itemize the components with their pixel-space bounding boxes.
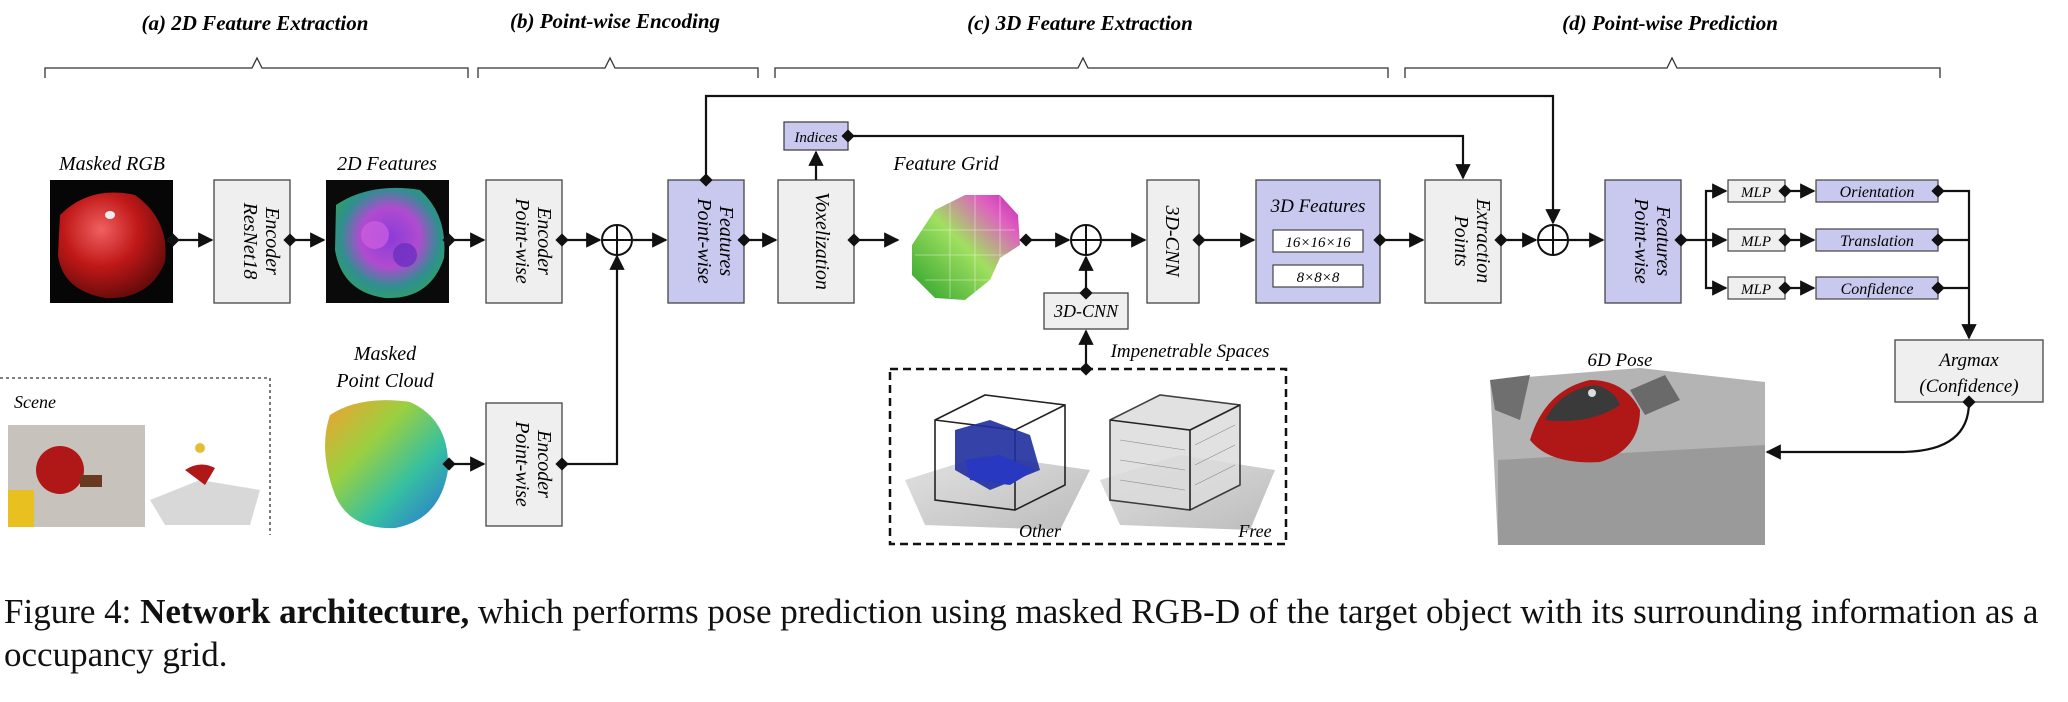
masked-pc-label-2: Point Cloud bbox=[335, 370, 434, 392]
pointwise-encoder-top-block: Point-wise Encoder bbox=[485, 179, 563, 304]
caption-rest: which performs pose prediction using mas… bbox=[4, 592, 2039, 674]
indices-block: Indices bbox=[783, 121, 849, 151]
arrows-pointwise bbox=[442, 232, 668, 472]
impenetrable-spaces-panel: Other Free bbox=[888, 367, 1288, 546]
scene-panel: Scene bbox=[0, 377, 271, 535]
arrows-prediction bbox=[1494, 183, 1977, 460]
header-3d-feature-extraction: (c) 3D Feature Extraction bbox=[967, 11, 1193, 35]
translation-label: Translation bbox=[1840, 233, 1914, 250]
argmax-label: Argmax bbox=[1937, 350, 1999, 371]
other-label: Other bbox=[1019, 521, 1062, 541]
mlp-label-2: MLP bbox=[1740, 234, 1771, 250]
voxelization-label: Voxelization bbox=[811, 192, 833, 290]
caption-prefix: Figure 4: bbox=[4, 592, 141, 631]
header-pointwise-prediction: (d) Point-wise Prediction bbox=[1562, 11, 1778, 35]
3d-cnn-small-label: 3D-CNN bbox=[1053, 301, 1119, 321]
masked-rgb-label: Masked RGB bbox=[58, 153, 165, 175]
pw-encoder-bottom-label-1: Point-wise bbox=[511, 420, 533, 507]
3d-features-8-label: 8×8×8 bbox=[1297, 270, 1340, 286]
3d-features-block: 3D Features 16×16×16 8×8×8 bbox=[1255, 179, 1381, 304]
masked-rgb-image bbox=[50, 180, 173, 303]
concat-symbol-2 bbox=[1070, 224, 1102, 256]
mlp-translation-block: MLP bbox=[1727, 228, 1786, 252]
indices-label: Indices bbox=[793, 130, 837, 146]
pw-encoder-bottom-label-2: Encoder bbox=[533, 429, 555, 498]
free-label: Free bbox=[1237, 521, 1271, 541]
points-extraction-block: Points Extraction bbox=[1424, 179, 1502, 304]
3d-cnn-label: 3D-CNN bbox=[1161, 204, 1183, 278]
masked-pc-label-1: Masked bbox=[353, 343, 417, 365]
mlp-label-1: MLP bbox=[1740, 185, 1771, 201]
header-pointwise-encoding: (b) Point-wise Encoding bbox=[510, 9, 720, 33]
header-2d-feature-extraction: (a) 2D Feature Extraction bbox=[142, 11, 369, 35]
impenetrable-spaces-label: Impenetrable Spaces bbox=[1110, 341, 1270, 362]
pointwise-encoder-bottom-block: Point-wise Encoder bbox=[485, 402, 563, 527]
6d-pose-label: 6D Pose bbox=[1588, 350, 1653, 371]
orientation-block: Orientation bbox=[1815, 179, 1939, 203]
mlp-orientation-block: MLP bbox=[1727, 179, 1786, 203]
argmax-confidence-label: (Confidence) bbox=[1919, 376, 2018, 397]
3d-features-16-label: 16×16×16 bbox=[1285, 235, 1351, 251]
pw-features-label-1: Point-wise bbox=[693, 197, 715, 284]
mlp-label-3: MLP bbox=[1740, 282, 1771, 298]
figure-caption: Figure 4: Network architecture, which pe… bbox=[4, 590, 2064, 676]
pw-encoder-top-label-1: Point-wise bbox=[511, 197, 533, 284]
confidence-label: Confidence bbox=[1841, 281, 1914, 298]
caption-bold: Network architecture, bbox=[140, 592, 470, 631]
masked-point-cloud-image bbox=[325, 400, 449, 529]
confidence-block: Confidence bbox=[1815, 276, 1939, 300]
section-braces bbox=[44, 56, 1941, 78]
3d-features-label: 3D Features bbox=[1270, 196, 1366, 217]
voxelization-block: Voxelization bbox=[777, 179, 855, 304]
feature-grid-image bbox=[912, 195, 1020, 300]
3d-cnn-block: 3D-CNN bbox=[1146, 179, 1200, 304]
pointwise-features-2-block: Point-wise Features bbox=[1604, 179, 1682, 304]
2d-features-image bbox=[326, 180, 449, 303]
resnet-encoder-label: Encoder bbox=[261, 206, 283, 275]
pw-features-2-label-1: Point-wise bbox=[1630, 197, 1652, 284]
pointwise-features-block: Point-wise Features bbox=[667, 179, 745, 304]
scene-label: Scene bbox=[14, 392, 56, 412]
points-extraction-label-1: Points bbox=[1450, 214, 1472, 266]
pw-encoder-top-label-2: Encoder bbox=[533, 206, 555, 275]
mlp-confidence-block: MLP bbox=[1727, 276, 1786, 300]
orientation-label: Orientation bbox=[1840, 184, 1915, 201]
translation-block: Translation bbox=[1815, 228, 1939, 252]
concat-symbol-1 bbox=[601, 224, 633, 256]
resnet18-label: ResNet18 bbox=[239, 202, 261, 280]
6d-pose-image bbox=[1490, 368, 1765, 545]
points-extraction-label-2: Extraction bbox=[1472, 198, 1494, 283]
argmax-block: Argmax (Confidence) bbox=[1894, 339, 2044, 403]
resnet18-encoder-block: ResNet18 Encoder bbox=[213, 179, 291, 304]
arrows-3d bbox=[699, 94, 1561, 376]
2d-features-label: 2D Features bbox=[337, 153, 437, 175]
pw-features-2-label-2: Features bbox=[1652, 205, 1674, 277]
concat-symbol-3 bbox=[1537, 224, 1569, 256]
pw-features-label-2: Features bbox=[715, 205, 737, 277]
3d-cnn-small-block: 3D-CNN bbox=[1043, 292, 1129, 330]
feature-grid-label: Feature Grid bbox=[892, 153, 999, 175]
